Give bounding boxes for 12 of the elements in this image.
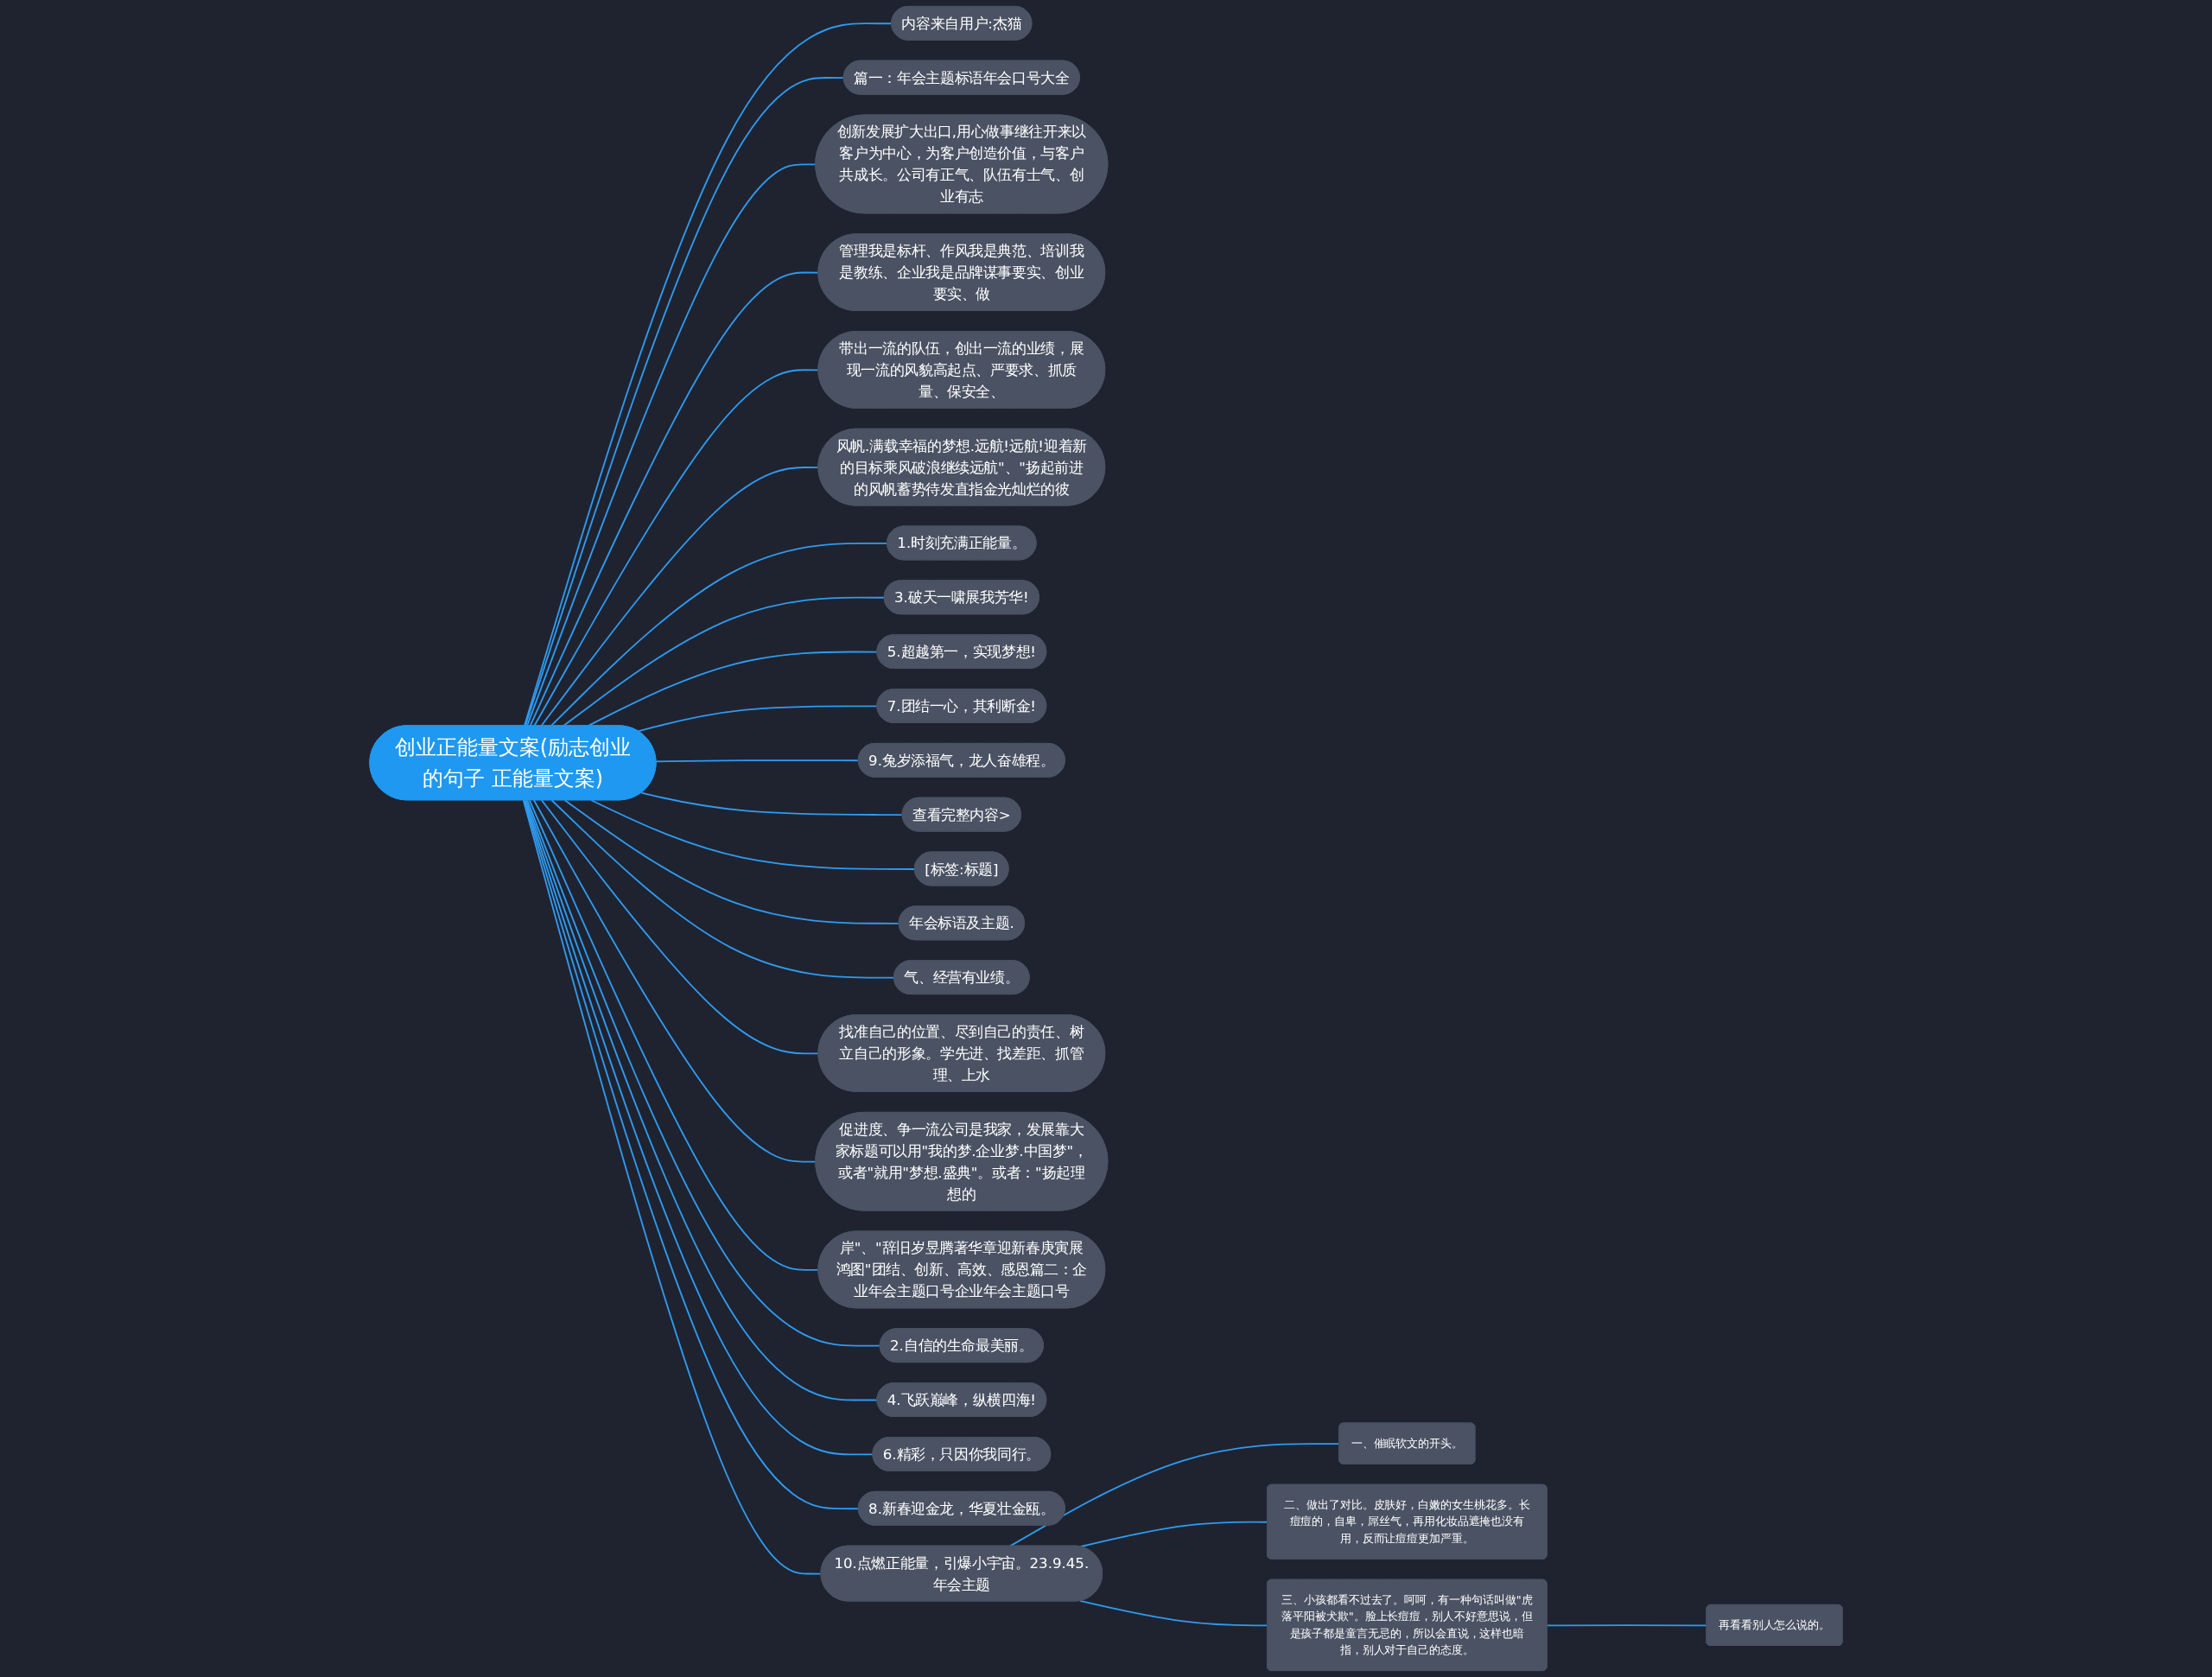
connector xyxy=(637,705,879,733)
connector xyxy=(590,799,916,870)
connector xyxy=(563,799,900,924)
connector xyxy=(1079,1599,1268,1627)
connector xyxy=(1079,1521,1268,1548)
connector xyxy=(522,799,823,1575)
connector xyxy=(533,799,817,1163)
connector xyxy=(541,799,820,1055)
connector xyxy=(528,799,820,1271)
connector xyxy=(640,791,904,816)
connector xyxy=(550,799,895,979)
connector xyxy=(655,759,860,763)
